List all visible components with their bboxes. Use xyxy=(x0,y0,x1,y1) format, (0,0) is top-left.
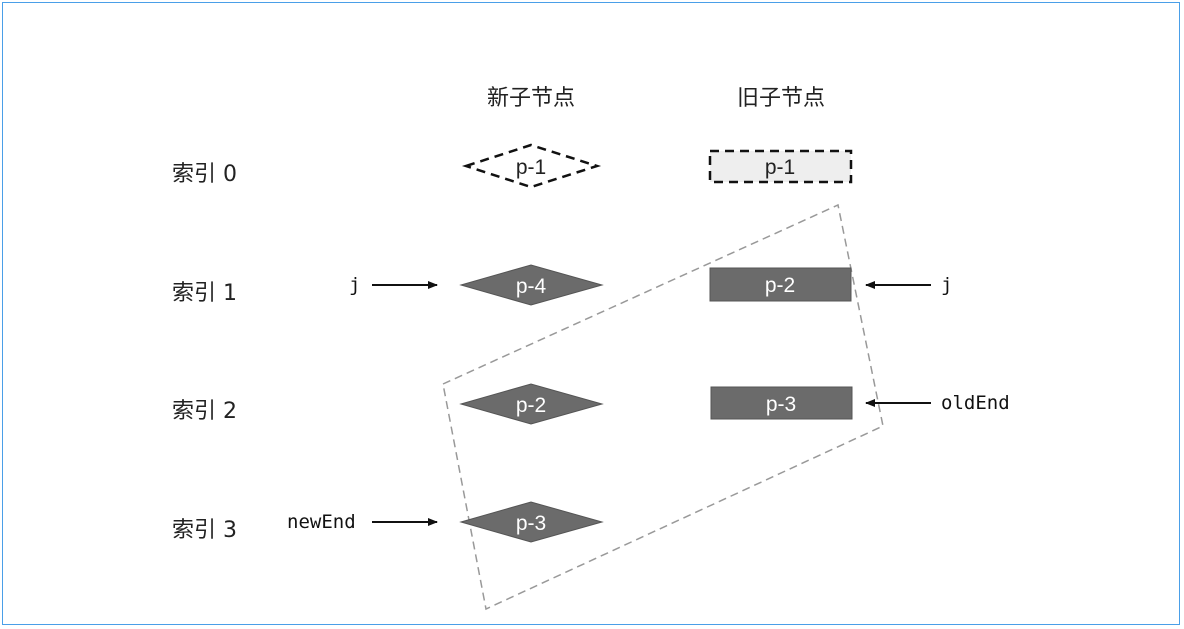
pointer-label-new-end: newEnd xyxy=(287,511,356,533)
old-node-2-label: p-3 xyxy=(766,393,796,416)
row-label-2: 索引 2 xyxy=(172,399,237,424)
new-node-1: p-4 xyxy=(459,264,604,306)
row-label-3: 索引 3 xyxy=(172,518,237,543)
new-node-3-label: p-3 xyxy=(516,512,546,535)
old-node-0-label: p-1 xyxy=(765,156,795,179)
header-new-children: 新子节点 xyxy=(486,86,576,111)
new-node-3: p-3 xyxy=(459,501,604,543)
header-old-children: 旧子节点 xyxy=(736,86,826,111)
pointer-label-new-j: j xyxy=(349,274,361,296)
new-node-0: p-1 xyxy=(461,143,602,189)
highlight-region xyxy=(442,203,884,611)
new-node-2-label: p-2 xyxy=(516,394,546,417)
row-label-0: 索引 0 xyxy=(172,162,237,187)
pointer-label-old-end: oldEnd xyxy=(941,392,1010,414)
new-node-2: p-2 xyxy=(459,383,604,425)
old-node-1: p-2 xyxy=(709,267,852,302)
new-node-0-label: p-1 xyxy=(516,156,546,179)
old-node-2: p-3 xyxy=(710,386,853,420)
pointer-label-old-j: j xyxy=(941,274,953,296)
row-label-1: 索引 1 xyxy=(172,281,237,306)
new-node-1-label: p-4 xyxy=(516,275,547,298)
old-node-1-label: p-2 xyxy=(765,274,795,297)
old-node-0: p-1 xyxy=(708,149,853,184)
